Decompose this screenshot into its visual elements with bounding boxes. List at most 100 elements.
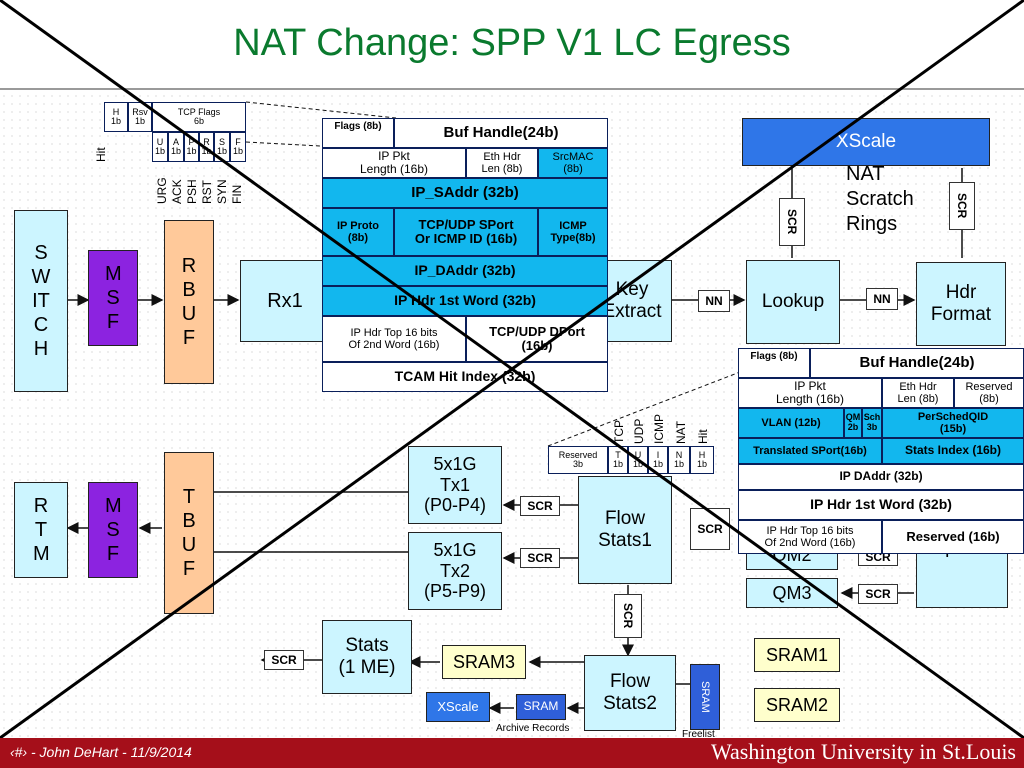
lr-icmp-type-text: ICMP Type(8b) (550, 219, 596, 244)
lr-icmp-type: ICMP Type(8b) (538, 208, 608, 256)
flag-h-text: H 1b (110, 106, 121, 126)
footer-university: Washington University in St.Louis (710, 739, 1016, 764)
mf-u-text: U 1b (632, 449, 643, 469)
lr-tcp-udp-sport: TCP/UDP SPort Or ICMP ID (16b) (394, 208, 538, 256)
hdr-format-block: Hdr Format (916, 262, 1006, 346)
mf-i-text: I 1b (652, 449, 663, 469)
dash-mid-flags (547, 371, 741, 447)
lookup-label: Lookup (761, 291, 825, 313)
flow-stats1-label: Flow Stats1 (598, 508, 652, 551)
rx1-label: Rx1 (267, 289, 303, 312)
rr-buf-handle: Buf Handle(24b) (810, 348, 1024, 378)
lookup-block: Lookup (746, 260, 840, 344)
mf-n-text: N 1b (673, 449, 684, 469)
rr-qm-text: QM 2b (845, 412, 861, 432)
footer-bar (0, 738, 1024, 768)
rr-eth-hdr-len: Eth Hdr Len (8b) (882, 378, 954, 408)
rr-flags: Flags (8b) (738, 348, 810, 378)
switch-label: SWITCH (31, 242, 51, 360)
scr-ring-qm3: SCR (858, 584, 898, 604)
rr-per-sched-qid: PerSchedQID (15b) (882, 408, 1024, 438)
rr-vlan-text: VLAN (12b) (761, 416, 821, 429)
nn-ring-key-lookup: NN (698, 290, 730, 312)
lr-tcam-hit-index: TCAM Hit Index (32b) (322, 362, 608, 392)
key-extract-label: Key Extract (602, 279, 662, 322)
rbuf-block: RBUF (164, 220, 214, 384)
flow-stats2-block: Flow Stats2 (584, 655, 676, 731)
right-record-table: Flags (8b) Buf Handle(24b) IP Pkt Length… (738, 348, 1024, 554)
rr-per-sched-qid-text: PerSchedQID (15b) (917, 410, 989, 435)
lr-ip-hdr-top16-text: IP Hdr Top 16 bits Of 2nd Word (16b) (348, 326, 440, 351)
tx2-label: 5x1G Tx2 (P5-P9) (423, 539, 486, 602)
scr-label: SCR (697, 522, 723, 536)
lr-ip-hdr-1st-text: IP Hdr 1st Word (32b) (394, 292, 536, 309)
sram-archive-ring: SRAM (516, 694, 566, 720)
scr-ring-flow-stats2: SCR (614, 594, 642, 638)
sram-small-label: SRAM (523, 699, 559, 714)
tx1-label: 5x1G Tx1 (P0-P4) (423, 453, 486, 516)
flag-bit-a-text: A 1b (170, 136, 181, 156)
qm3-label: QM3 (772, 582, 812, 603)
scr-ring-flow-stats1: SCR (690, 508, 730, 550)
scr-label: SCR (955, 193, 969, 219)
rr-ip-pkt-len: IP Pkt Length (16b) (738, 378, 882, 408)
rr-vlan: VLAN (12b) (738, 408, 844, 438)
footer-credit: ‹#› - John DeHart - 11/9/2014 (10, 744, 192, 760)
rr-ip-hdr-top16-text: IP Hdr Top 16 bits Of 2nd Word (16b) (764, 524, 856, 549)
lr-tcam-hit-index-text: TCAM Hit Index (32b) (394, 368, 536, 385)
lr-ip-proto-text: IP Proto (8b) (337, 219, 379, 244)
lr-ip-saddr: IP_SAddr (32b) (322, 178, 608, 208)
rr-stats-index-text: Stats Index (16b) (904, 443, 1002, 458)
lr-ip-pkt-len: IP Pkt Length (16b) (322, 148, 466, 178)
lr-flags: Flags (8b) (322, 118, 394, 148)
scr-label: SCR (865, 587, 891, 601)
scr-label: SCR (271, 653, 297, 667)
mf-n: N 1b (668, 446, 690, 474)
nat-scratch-rings-label: NAT Scratch Rings (846, 163, 914, 235)
rr-buf-handle-text: Buf Handle(24b) (859, 353, 975, 371)
msf-top-block: MSF (88, 250, 138, 346)
sram-vertical-label: SRAM (699, 681, 711, 713)
rr-translated-sport: Translated SPort(16b) (738, 438, 882, 464)
rr-ip-daddr: IP DAddr (32b) (738, 464, 1024, 490)
rr-stats-index: Stats Index (16b) (882, 438, 1024, 464)
tcp-flags-cell: TCP Flags 6b (152, 102, 246, 132)
scr-label: SCR (527, 499, 553, 513)
flag-bit-r-text: R 1b (201, 136, 212, 156)
mf-reserved: Reserved 3b (548, 446, 608, 474)
slide-title: NAT Change: SPP V1 LC Egress (233, 22, 791, 64)
xscale-top-block: XScale (742, 118, 990, 166)
rbuf-label: RBUF (181, 255, 197, 349)
scr-ring-lookup: SCR (779, 198, 805, 246)
lr-flags-text: Flags (8b) (334, 121, 382, 132)
rr-ip-pkt-len-text: IP Pkt Length (16b) (775, 378, 845, 406)
flag-bit-u-text: U 1b (154, 136, 165, 156)
lr-ip-saddr-text: IP_SAddr (32b) (411, 183, 519, 201)
stats-label: Stats (1 ME) (338, 635, 396, 678)
left-record-table: Flags (8b) Buf Handle(24b) IP Pkt Length… (322, 118, 608, 394)
scr-ring-tx2: SCR (520, 548, 560, 568)
rr-sch-text: Sch 3b (863, 412, 881, 432)
stats-block: Stats (1 ME) (322, 620, 412, 694)
lr-ip-pkt-len-text: IP Pkt Length (16b) (359, 148, 429, 176)
lr-ip-hdr-1st: IP Hdr 1st Word (32b) (322, 286, 608, 316)
rr-reserved16: Reserved (16b) (882, 520, 1024, 554)
lr-ip-daddr-text: IP_DAddr (32b) (414, 262, 516, 279)
rr-translated-sport-text: Translated SPort(16b) (753, 444, 867, 457)
flag-h-cell: H 1b (104, 102, 128, 132)
archive-records-label: Archive Records (496, 723, 570, 734)
mid-flags-table: Reserved 3b T 1b U 1b I 1b N 1b H 1b (548, 446, 714, 474)
cross-line-diagonal-2 (0, 0, 1024, 740)
flag-bit-f-text: F 1b (232, 136, 243, 156)
flag-bit-s-text: S 1b (216, 136, 227, 156)
rr-ip-hdr-1st-text: IP Hdr 1st Word (32b) (810, 496, 952, 513)
rr-reserved16-text: Reserved (16b) (906, 528, 1000, 544)
tx1-block: 5x1G Tx1 (P0-P4) (408, 446, 502, 524)
tx2-block: 5x1G Tx2 (P5-P9) (408, 532, 502, 610)
rr-eth-hdr-len-text: Eth Hdr Len (8b) (897, 380, 939, 405)
title-rule (0, 88, 1024, 90)
msf-top-label: MSF (105, 263, 122, 333)
flow-stats2-label: Flow Stats2 (603, 671, 657, 714)
lr-buf-handle: Buf Handle(24b) (394, 118, 608, 148)
